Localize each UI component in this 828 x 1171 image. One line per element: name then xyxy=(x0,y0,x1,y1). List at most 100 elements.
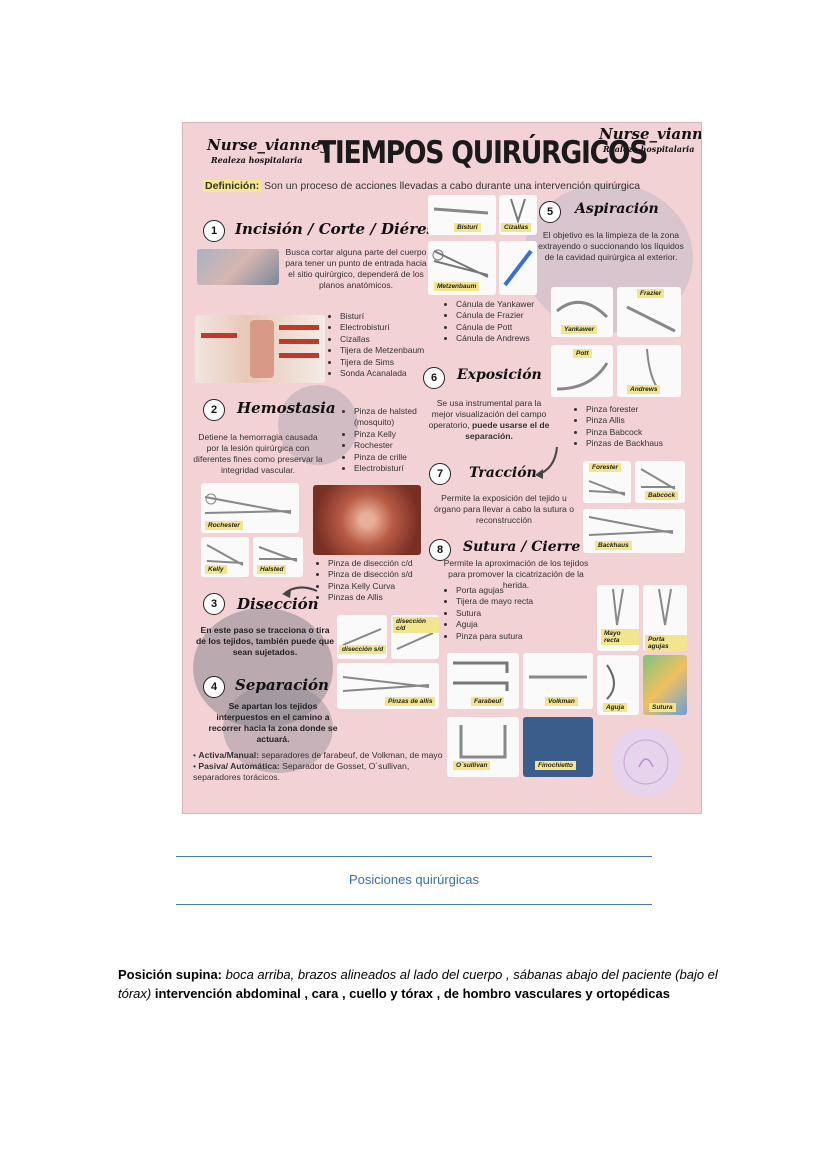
kelly-image: Kelly xyxy=(201,537,249,577)
list-item: Pinza de disección s/d xyxy=(328,569,441,580)
step-4-text: Se apartan los tejidos interpuestos en e… xyxy=(208,701,338,744)
step-1-title: Incisión / Corte / Diéresis xyxy=(235,220,450,238)
step-5-title: Aspiración xyxy=(575,201,659,217)
step-6-text-a: Se usa instrumental para la mejor visual… xyxy=(428,398,547,430)
aguja-image: Aguja xyxy=(597,655,639,715)
tag-mayo: Mayo recta xyxy=(601,629,639,645)
list-item: Aguja xyxy=(456,619,585,630)
step-5-text: El objetivo es la limpieza de la zona ex… xyxy=(538,230,684,262)
list-item: Pinza Allis xyxy=(586,415,695,426)
step-1-text: Busca cortar alguna parte del cuerpo par… xyxy=(285,247,427,290)
step-6-title: Exposición xyxy=(457,367,542,383)
poster-title: TIEMPOS QUIRÚRGICOS xyxy=(318,135,648,171)
frazier-image: Frazier xyxy=(617,287,681,337)
yankawer-image: Yankawer xyxy=(551,287,613,337)
list-item: Cánula de Andrews xyxy=(456,333,565,344)
halsted-image: Halsted xyxy=(253,537,303,577)
brand-left: Nurse_vianney xyxy=(207,136,330,154)
pott-image: Pott xyxy=(551,345,613,397)
tag-bisturi: Bisturí xyxy=(454,223,481,232)
arrow-icon xyxy=(282,586,318,598)
mayo-image: Mayo recta xyxy=(597,585,639,651)
list-item: Pinza para sutura xyxy=(456,631,585,642)
paragraph-bold: intervención abdominal , cara , cuello y… xyxy=(151,985,670,1001)
step-2-text: Detiene la hemorragia causada por la les… xyxy=(193,432,323,475)
paragraph-italic: boca arriba, brazos alineados al lado de… xyxy=(118,967,718,1001)
list-item: Cizallas xyxy=(340,334,439,345)
passive-text: Separador de Gosset, O´sullivan, separad… xyxy=(193,761,410,782)
list-item: Porta agujas xyxy=(456,585,585,596)
step-3-list: Pinza de disección c/d Pinza de disecció… xyxy=(317,558,441,604)
tag-aguja: Aguja xyxy=(603,703,628,712)
definition: Definición: Son un proceso de acciones l… xyxy=(203,179,673,193)
list-item: Pinza Babcock xyxy=(586,427,695,438)
list-item: Electrobisturí xyxy=(340,322,439,333)
forester-image: Forester xyxy=(583,461,631,503)
list-item: Pinzas de Allis xyxy=(328,592,441,603)
active-type: • Activa/Manual: separadores de farabeuf… xyxy=(193,750,443,760)
tag-frazier: Frazier xyxy=(637,289,665,298)
list-item: Pinza de halsted (mosquito) xyxy=(354,406,443,429)
tag-rochester: Rochester xyxy=(205,521,243,530)
step-1-list: Bisturí Electrobisturí Cizallas Tijera d… xyxy=(329,311,439,379)
list-item: Cánula de Pott xyxy=(456,322,565,333)
step-2-list: Pinza de halsted (mosquito) Pinza Kelly … xyxy=(343,406,443,474)
list-item: Cánula de Frazier xyxy=(456,310,565,321)
tag-andrews: Andrews xyxy=(627,385,661,394)
tag-finochietto: Finochietto xyxy=(535,761,577,770)
step-6-text-b: puede usarse el de separación. xyxy=(465,420,550,441)
step-5-list: Cánula de Yankawer Cánula de Frazier Cán… xyxy=(445,299,565,345)
tag-babcock: Babcock xyxy=(645,491,679,500)
definition-text: Son un proceso de acciones llevadas a ca… xyxy=(261,180,641,192)
list-item: Bisturí xyxy=(340,311,439,322)
cizallas-image: Cizallas xyxy=(499,195,537,235)
step-4-title: Separación xyxy=(235,676,329,694)
anatomy-diagram xyxy=(195,315,325,383)
bisturi-image: Bisturí xyxy=(428,195,496,235)
step-8-title: Sutura / Cierre xyxy=(463,539,581,555)
porta-agujas-image: Porta agujas xyxy=(643,585,687,651)
step-6-text: Se usa instrumental para la mejor visual… xyxy=(427,398,551,442)
step-3-badge: 3 xyxy=(203,593,225,615)
step-5-badge: 5 xyxy=(539,201,561,223)
brand-right-sub: Realeza hospitalaria xyxy=(603,144,695,154)
tag-volkman: Volkman xyxy=(545,697,578,706)
passive-label: Pasiva/ Automática: xyxy=(198,761,280,771)
infographic-poster: Nurse_vianney Realeza hospitalaria Nurse… xyxy=(182,122,702,814)
decorative-blob xyxy=(278,385,358,465)
tag-sutura: Sutura xyxy=(649,703,676,712)
decorative-blob xyxy=(193,608,333,728)
arrow-icon xyxy=(535,446,558,479)
tag-metzenbaum: Metzenbaum xyxy=(434,282,480,291)
rochester-image: Rochester xyxy=(201,483,299,533)
list-item: Tijera de Sims xyxy=(340,357,439,368)
list-item: Tijera de mayo recta xyxy=(456,596,585,607)
step-4-types: • Activa/Manual: separadores de farabeuf… xyxy=(193,750,455,783)
list-item: Sutura xyxy=(456,608,585,619)
tag-diseccion-cd: disección c/d xyxy=(393,617,439,633)
surgery-photo xyxy=(313,485,421,555)
step-8-list: Porta agujas Tijera de mayo recta Sutura… xyxy=(445,585,585,642)
list-item: Rochester xyxy=(354,440,443,451)
step-7-badge: 7 xyxy=(429,463,451,485)
tag-forester: Forester xyxy=(589,463,622,472)
definition-label: Definición: xyxy=(203,180,262,192)
decorative-blob xyxy=(223,683,333,773)
tag-porta: Porta agujas xyxy=(645,635,687,651)
step-6-list: Pinza forester Pinza Allis Pinza Babcock… xyxy=(575,404,695,450)
sutura-image: Sutura xyxy=(643,655,687,715)
diseccion-sd-image: disección s/d xyxy=(337,615,387,659)
backhaus-image: Backhaus xyxy=(583,509,685,553)
logo-seal xyxy=(611,727,681,797)
brand-left-sub: Realeza hospitalaria xyxy=(211,155,303,165)
step-2-badge: 2 xyxy=(203,399,225,421)
allis-image: Pinzas de allis xyxy=(337,663,439,709)
tag-diseccion-sd: disección s/d xyxy=(339,645,387,654)
incision-photo xyxy=(197,249,279,285)
finochietto-image: Finochietto xyxy=(523,717,593,777)
farabeuf-image: Farabeuf xyxy=(447,653,519,709)
paragraph-supina: Posición supina: boca arriba, brazos ali… xyxy=(118,966,718,1003)
tag-halsted: Halsted xyxy=(257,565,287,574)
step-2-title: Hemostasia xyxy=(237,399,336,417)
list-item: Pinza de crille xyxy=(354,452,443,463)
